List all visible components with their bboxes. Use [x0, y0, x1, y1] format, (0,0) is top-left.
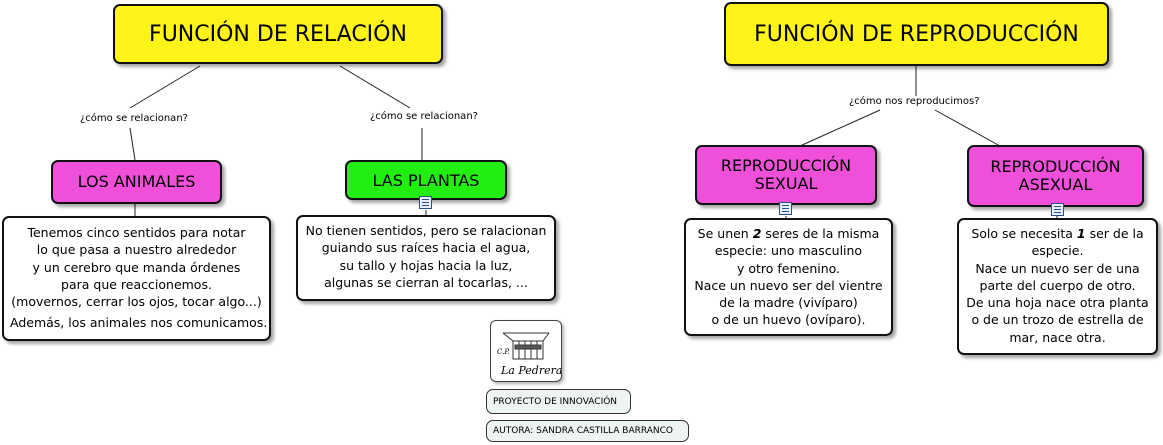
sexual-line: Se unen 2 seres de la misma: [692, 225, 885, 242]
asexual-line: mar, nace otra.: [1009, 329, 1106, 345]
plantas-title: LAS PLANTAS: [372, 170, 480, 190]
animales-line: Además, los animales nos comunicamos.: [10, 315, 268, 331]
school-building-icon: C.P. La Pedrera: [497, 332, 562, 377]
plantas-text-box[interactable]: No tienen sentidos, pero se ralacionan g…: [296, 215, 556, 301]
proyecto-label[interactable]: PROYECTO DE INNOVACIÓN: [486, 389, 631, 414]
sexual-line: y otro femenino.: [736, 260, 841, 276]
plantas-line: algunas se cierran al tocarlas, ...: [324, 274, 528, 290]
school-logo: C.P. La Pedrera: [490, 320, 562, 382]
relacion-link-label-right: ¿cómo se relacionan?: [368, 111, 480, 122]
animales-line: para que reaccionemos.: [61, 276, 212, 292]
sexual-text-box[interactable]: Se unen 2 seres de la misma especie: uno…: [684, 218, 893, 336]
asexual-text-box[interactable]: Solo se necesita 1 ser de la especie. Na…: [957, 218, 1158, 355]
sexual-line: o de un huevo (ovíparo).: [711, 312, 866, 328]
asexual-line: especie.: [1031, 243, 1084, 259]
asexual-title-line-1: REPRODUCCIÓN: [990, 156, 1121, 176]
sexual-line: especie: uno masculino: [714, 243, 863, 259]
animales-line: Tenemos cinco sentidos para notar: [27, 225, 246, 240]
plantas-line: No tienen sentidos, pero se ralacionan: [305, 223, 547, 238]
note-icon[interactable]: [779, 202, 792, 215]
asexual-line: Nace un nuevo ser de una: [975, 260, 1140, 276]
animales-line: lo que pasa a nuestro alrededor: [36, 242, 237, 258]
note-icon[interactable]: [419, 196, 432, 209]
logo-initials: C.P.: [497, 348, 510, 356]
sexual-line: de la madre (vivíparo): [719, 295, 858, 310]
plantas-line: su tallo y hojas hacia la luz,: [339, 257, 513, 273]
note-icon[interactable]: [1051, 203, 1064, 216]
asexual-line: o de un trozo de estrella de: [971, 312, 1144, 328]
animales-line: (movernos, cerrar los ojos, tocar algo..…: [11, 294, 262, 309]
sexual-title-line-2: SEXUAL: [754, 174, 818, 193]
animales-title: LOS ANIMALES: [77, 171, 196, 191]
animales-node[interactable]: LOS ANIMALES: [51, 160, 222, 204]
emphasized-number: 1: [1076, 226, 1086, 241]
asexual-title-line-2: ASEXUAL: [1018, 175, 1093, 194]
sexual-node[interactable]: REPRODUCCIÓN SEXUAL: [695, 145, 877, 205]
relacion-title-text: FUNCIÓN DE RELACIÓN: [149, 21, 407, 47]
sexual-line: Nace un nuevo ser del vientre: [694, 277, 883, 293]
emphasized-number: 2: [752, 226, 762, 241]
reproduccion-link-label: ¿cómo nos reproducimos?: [847, 96, 982, 107]
asexual-line: De una hoja nace otra planta: [966, 295, 1149, 310]
reproduccion-title-text: FUNCIÓN DE REPRODUCCIÓN: [754, 21, 1079, 47]
reproduccion-title[interactable]: FUNCIÓN DE REPRODUCCIÓN: [724, 2, 1109, 66]
logo-text: La Pedrera: [500, 364, 561, 377]
proyecto-text: PROYECTO DE INNOVACIÓN: [493, 396, 618, 407]
animales-line: y un cerebro que manda órdenes: [32, 259, 241, 275]
asexual-node[interactable]: REPRODUCCIÓN ASEXUAL: [967, 145, 1144, 207]
autora-text: AUTORA: SANDRA CASTILLA BARRANCO: [493, 426, 673, 436]
relacion-title[interactable]: FUNCIÓN DE RELACIÓN: [113, 4, 443, 64]
asexual-line: Solo se necesita 1 ser de la: [971, 226, 1144, 241]
plantas-line: guiando sus raíces hacia el agua,: [321, 240, 531, 256]
sexual-title-line-1: REPRODUCCIÓN: [720, 155, 852, 175]
autora-label[interactable]: AUTORA: SANDRA CASTILLA BARRANCO: [486, 420, 689, 442]
asexual-line: parte del cuerpo de otro.: [979, 277, 1136, 293]
sexual-line-text: Se unen 2 seres de la misma: [697, 226, 880, 241]
animales-text-box[interactable]: Tenemos cinco sentidos para notar lo que…: [2, 216, 271, 341]
relacion-link-label-left: ¿cómo se relacionan?: [78, 113, 190, 124]
plantas-node[interactable]: LAS PLANTAS: [345, 160, 507, 200]
